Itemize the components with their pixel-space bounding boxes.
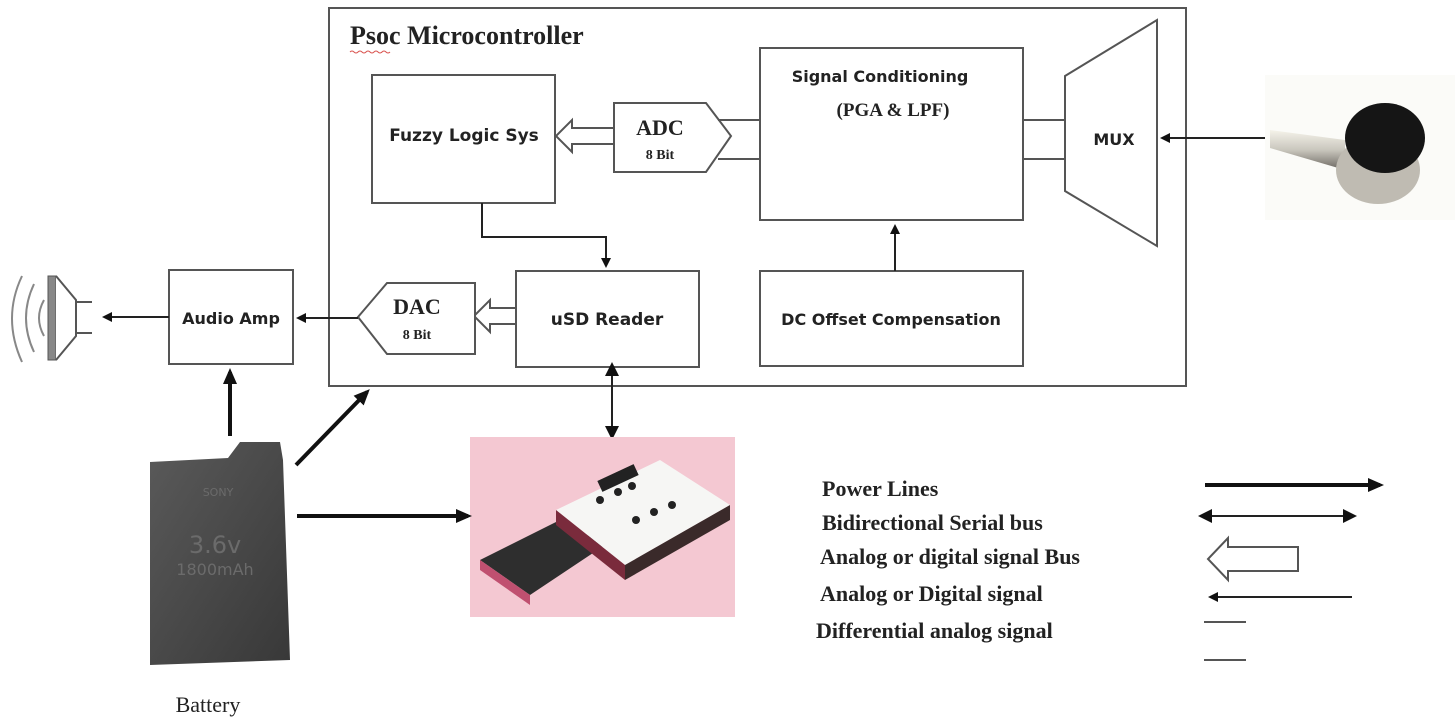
dc-offset-block	[759, 270, 1024, 367]
signal-conditioning-label-2: (PGA & LPF)	[837, 100, 950, 121]
legend-label-signal: Analog or Digital signal	[820, 581, 1043, 606]
audio-amp-block	[168, 269, 294, 365]
usd-reader-block	[515, 270, 700, 368]
fuzzy-logic-block	[371, 74, 556, 204]
battery-brand: SONY	[203, 486, 234, 499]
fuzzy-to-usd-arrow	[481, 203, 611, 268]
battery-caption: Battery	[176, 692, 241, 717]
adc-label: ADC	[636, 115, 684, 140]
legend-label-power: Power Lines	[822, 476, 939, 501]
microphone-image	[1265, 75, 1455, 220]
battery-image: SONY 3.6v 1800mAh	[150, 442, 290, 665]
dac-label: DAC	[393, 294, 441, 319]
sd-card-image	[470, 437, 735, 617]
usd-reader-label: uSD Reader	[551, 310, 664, 330]
mux-block	[1064, 18, 1158, 248]
dac-sub-label: 8 Bit	[403, 328, 432, 343]
mux-label: MUX	[1093, 130, 1135, 149]
legend-label-bidirectional: Bidirectional Serial bus	[822, 510, 1043, 535]
signal-conditioning-label-1: Signal Conditioning	[792, 67, 969, 86]
battery-voltage: 3.6v	[189, 531, 241, 559]
container-title: Psoc Microcontroller	[350, 21, 584, 50]
legend-hollow-bus-symbol	[1206, 535, 1299, 583]
adc-sub-label: 8 Bit	[646, 148, 675, 163]
fuzzy-logic-label: Fuzzy Logic Sys	[389, 126, 539, 146]
audio-amp-label: Audio Amp	[182, 309, 280, 328]
legend-label-signal-bus: Analog or digital signal Bus	[820, 544, 1080, 569]
speaker-icon	[11, 275, 92, 363]
dc-offset-label: DC Offset Compensation	[781, 310, 1001, 329]
usd-to-dac-bus-arrow	[472, 297, 517, 335]
legend-label-differential: Differential analog signal	[816, 618, 1053, 643]
spellcheck-underline	[349, 50, 391, 54]
dac-block	[356, 282, 476, 355]
legend: Power Lines Bidirectional Serial bus Ana…	[816, 476, 1384, 661]
adc-block	[613, 102, 733, 173]
power-battery-to-psoc	[294, 389, 370, 467]
signal-conditioning-block	[759, 47, 1024, 221]
adc-to-fuzzy-bus-arrow	[554, 117, 615, 155]
battery-capacity: 1800mAh	[176, 560, 253, 579]
